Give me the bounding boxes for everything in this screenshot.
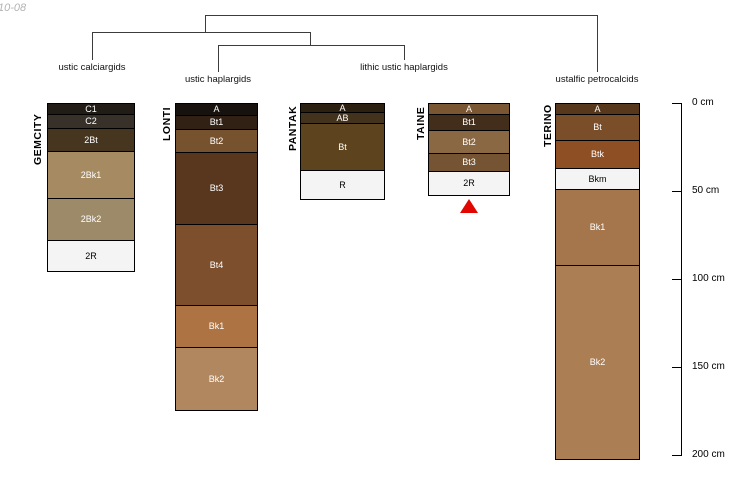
- horizon-taine-bt3: Bt3: [429, 154, 509, 172]
- horizon-terino-bk2: Bk2: [556, 266, 639, 459]
- corner-text: 10-08: [0, 2, 27, 14]
- dendrogram-line: [310, 32, 311, 45]
- depth-label-200: 200 cm: [692, 449, 725, 460]
- horizon-gemcity-2r: 2R: [48, 241, 134, 271]
- horizon-lonti-bt1: Bt1: [176, 116, 257, 130]
- depth-label-0: 0 cm: [692, 97, 714, 108]
- horizon-terino-bkm: Bkm: [556, 169, 639, 190]
- horizon-pantak-r: R: [301, 171, 384, 199]
- horizon-taine-bt2: Bt2: [429, 131, 509, 154]
- horizon-lonti-bt4: Bt4: [176, 225, 257, 306]
- depth-tick: [672, 367, 681, 368]
- horizon-taine-2r: 2R: [429, 172, 509, 195]
- horizon-terino-bk1: Bk1: [556, 190, 639, 266]
- group-label-lithic-ustic-haplargids: lithic ustic haplargids: [360, 62, 448, 73]
- horizon-gemcity-2bk1: 2Bk1: [48, 152, 134, 199]
- profile-name-lonti: LONTI: [161, 107, 173, 141]
- depth-tick: [672, 279, 681, 280]
- horizon-lonti-bt3: Bt3: [176, 153, 257, 225]
- horizon-lonti-bt2: Bt2: [176, 130, 257, 153]
- group-label-ustalfic-petrocalcids: ustalfic petrocalcids: [555, 74, 639, 85]
- depth-tick: [672, 191, 681, 192]
- profile-name-pantak: PANTAK: [287, 105, 299, 151]
- depth-label-150: 150 cm: [692, 361, 725, 372]
- depth-tick: [672, 455, 681, 456]
- horizon-lonti-a: A: [176, 104, 257, 116]
- dendrogram-line: [597, 15, 598, 72]
- horizon-pantak-bt: Bt: [301, 124, 384, 171]
- horizon-pantak-a: A: [301, 104, 384, 113]
- horizon-terino-btk: Btk: [556, 141, 639, 169]
- depth-tick: [672, 103, 681, 104]
- horizon-gemcity-2bt: 2Bt: [48, 129, 134, 152]
- horizon-gemcity-c2: C2: [48, 115, 134, 129]
- dendrogram-line: [205, 15, 206, 32]
- horizon-taine-a: A: [429, 104, 509, 115]
- horizon-terino-a: A: [556, 104, 639, 115]
- horizon-taine-bt1: Bt1: [429, 115, 509, 131]
- group-label-ustic-haplargids: ustic haplargids: [184, 74, 252, 85]
- depth-scale-line: [681, 103, 682, 456]
- horizon-pantak-ab: AB: [301, 113, 384, 124]
- red-triangle-marker: [460, 199, 478, 213]
- profile-name-terino: TERINO: [542, 104, 554, 147]
- dendrogram-line: [404, 45, 405, 60]
- horizon-lonti-bk2: Bk2: [176, 348, 257, 410]
- dendrogram-line: [92, 32, 311, 33]
- horizon-gemcity-c1: C1: [48, 104, 134, 115]
- profile-name-taine: TAINE: [415, 106, 427, 140]
- dendrogram-line: [218, 45, 219, 72]
- depth-label-100: 100 cm: [692, 273, 725, 284]
- horizon-terino-bt: Bt: [556, 115, 639, 141]
- dendrogram-line: [92, 32, 93, 60]
- dendrogram-line: [205, 15, 598, 16]
- group-label-ustic-calciargids: ustic calciargids: [58, 62, 126, 73]
- horizon-lonti-bk1: Bk1: [176, 306, 257, 348]
- depth-label-50: 50 cm: [692, 185, 720, 196]
- horizon-gemcity-2bk2: 2Bk2: [48, 199, 134, 241]
- profile-name-gemcity: GEMCITY: [32, 113, 44, 165]
- dendrogram-line: [218, 45, 405, 46]
